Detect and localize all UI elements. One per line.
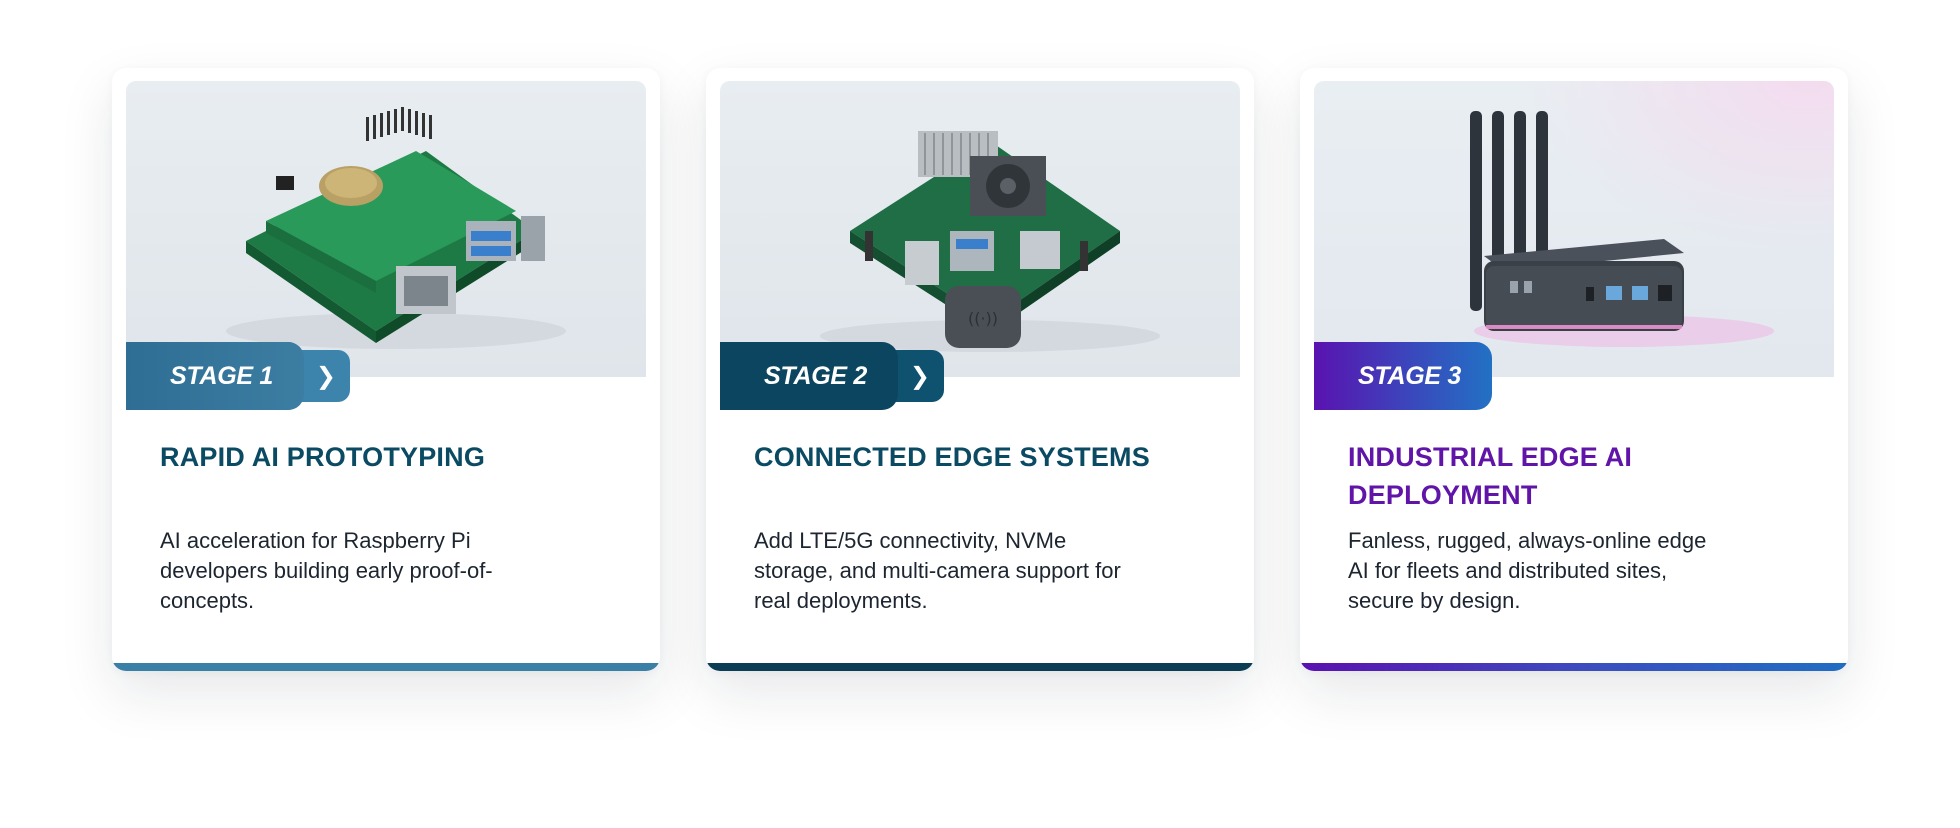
stage-label: STAGE 3: [1358, 361, 1462, 390]
card-title: RAPID AI PROTOTYPING: [160, 442, 486, 472]
stage-cards: STAGE 1 ❯ RAPID AI PROTOTYPING AI accele…: [112, 68, 1848, 671]
stage-badge: STAGE 3: [1314, 342, 1492, 410]
stage-badge-main: STAGE 2: [720, 342, 898, 410]
stage-card-2[interactable]: ((·)) STAGE 2 ❯ CONNECTED EDGE SYSTEMS A…: [706, 68, 1254, 671]
stage-card-1[interactable]: STAGE 1 ❯ RAPID AI PROTOTYPING AI accele…: [112, 68, 660, 671]
stage-label: STAGE 1: [170, 361, 274, 390]
card-title: CONNECTED EDGE SYSTEMS: [754, 442, 1150, 472]
stage-badge: STAGE 1 ❯: [126, 342, 350, 410]
card-accent-bar: [112, 663, 660, 671]
svg-text:((·)): ((·)): [968, 309, 998, 328]
stage-badge-main: STAGE 1: [126, 342, 304, 410]
stage-card-3[interactable]: STAGE 3 INDUSTRIAL EDGE AI DEPLOYMENT Fa…: [1300, 68, 1848, 671]
product-image-carrier-board: ((·)): [720, 81, 1240, 377]
card-description: AI acceleration for Raspberry Pi develop…: [160, 528, 493, 613]
raspberry-pi-board-illustration: [226, 107, 566, 349]
stage-badge: STAGE 2 ❯: [720, 342, 944, 410]
card-title: INDUSTRIAL EDGE AI DEPLOYMENT: [1348, 442, 1633, 510]
chevron-right-icon: ❯: [909, 362, 930, 390]
product-image-edge-gateway: [1314, 81, 1834, 377]
edge-gateway-illustration: [1470, 111, 1774, 347]
card-accent-bar: [1300, 663, 1848, 671]
card-description: Fanless, rugged, always-online edge AI f…: [1348, 528, 1707, 613]
card-description: Add LTE/5G connectivity, NVMe storage, a…: [754, 528, 1121, 613]
product-image-raspberry-pi-board: [126, 81, 646, 377]
carrier-board-illustration: ((·)): [820, 131, 1160, 352]
card-accent-bar: [706, 663, 1254, 671]
stage-label: STAGE 2: [764, 361, 868, 390]
chevron-right-icon: ❯: [315, 362, 336, 390]
